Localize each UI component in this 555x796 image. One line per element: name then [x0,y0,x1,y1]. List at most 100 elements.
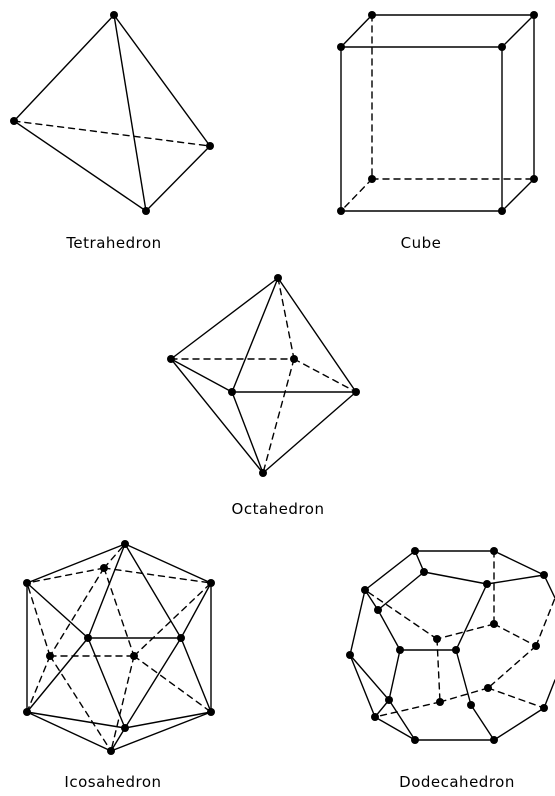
cube-edge [501,178,535,212]
icosahedron-vertex [23,708,31,716]
dodecahedron-vertex [361,586,369,594]
tetrahedron-vertex [10,117,18,125]
icosahedron-hidden-edge [110,655,135,752]
icosahedron-hidden-edge [133,582,212,657]
tetrahedron-vertex [110,11,118,19]
octahedron-hidden-edge [262,358,295,474]
dodecahedron-vertex [411,547,419,555]
dodecahedron-edge [364,550,416,591]
octahedron-edge [262,391,357,474]
octahedron-vertex [274,274,282,282]
cube-label: Cube [401,234,442,252]
icosahedron-hidden-edge [49,655,112,752]
cube-vertex [368,11,376,19]
octahedron-vertex [352,388,360,396]
octahedron-edge [231,277,279,393]
dodecahedron-hidden-edge [487,687,545,709]
icosahedron-vertex [100,564,108,572]
icosahedron-edge [110,711,212,752]
dodecahedron-vertex [433,635,441,643]
icosahedron-vertex [84,634,92,642]
dodecahedron-edge [377,609,401,651]
tetrahedron-vertex [206,142,214,150]
dodecahedron-edge [377,571,425,611]
icosahedron-edge [87,543,126,639]
dodecahedron-edge [388,649,401,701]
dodecahedron-vertex [452,646,460,654]
cube-vertex [530,175,538,183]
icosahedron-vertex [121,724,129,732]
icosahedron-edge [180,582,212,639]
octahedron-vertex [167,355,175,363]
icosahedron-hidden-edge [103,567,135,657]
cube-hidden-edge [340,178,373,212]
dodecahedron-edge [486,574,545,585]
dodecahedron-vertex [346,651,354,659]
cube-vertex [337,207,345,215]
cube-vertex [530,11,538,19]
cube-vertex [498,207,506,215]
dodecahedron-edge [470,704,495,741]
tetrahedron-edge [113,14,211,147]
icosahedron-label: Icosahedron [64,773,161,791]
icosahedron-edge [124,543,212,584]
icosahedron-vertex [207,579,215,587]
dodecahedron-vertex [396,646,404,654]
icosahedron-vertex [207,708,215,716]
icosahedron-edge [180,637,212,713]
icosahedron-vertex [23,579,31,587]
octahedron-vertex [228,388,236,396]
icosahedron-edge [26,711,112,752]
dodecahedron-hidden-edge [436,623,495,640]
cube-diagram [337,11,538,215]
tetrahedron-edge [13,14,115,122]
dodecahedron-edge [388,699,416,741]
dodecahedron-vertex [411,736,419,744]
dodecahedron-edge [455,583,488,651]
icosahedron-hidden-edge [26,655,51,713]
tetrahedron-edge [113,14,147,212]
dodecahedron-edge [349,654,376,718]
icosahedron-hidden-edge [103,567,212,584]
octahedron-vertex [290,355,298,363]
icosahedron-vertex [121,540,129,548]
cube-vertex [498,43,506,51]
icosahedron-edge [26,582,89,639]
icosahedron-hidden-edge [49,567,105,657]
icosahedron-edge [124,711,212,729]
icosahedron-hidden-edge [103,543,126,569]
icosahedron-edge [87,637,126,729]
dodecahedron-hidden-edge [493,623,537,647]
tetrahedron-hidden-edge [13,120,211,147]
dodecahedron-label: Dodecahedron [399,773,515,791]
octahedron-edge [170,277,279,360]
octahedron-edge [170,358,233,393]
dodecahedron-hidden-edge [374,701,441,718]
octahedron-label: Octahedron [232,500,325,518]
dodecahedron-vertex [540,704,548,712]
icosahedron-edge [124,543,182,639]
icosahedron-hidden-edge [133,655,212,713]
tetrahedron-edge [13,120,147,212]
icosahedron-hidden-edge [26,582,51,657]
cube-edge [340,14,373,48]
icosahedron-edge [26,543,126,584]
dodecahedron-edge [374,716,416,741]
dodecahedron-edge [543,574,555,599]
dodecahedron-hidden-edge [487,645,537,689]
tetrahedron-label: Tetrahedron [65,234,161,252]
dodecahedron-vertex [484,684,492,692]
dodecahedron-vertex [532,642,540,650]
dodecahedron-vertex [374,606,382,614]
dodecahedron-vertex [420,568,428,576]
dodecahedron-vertex [436,698,444,706]
octahedron-edge [231,391,264,474]
tetrahedron-diagram [10,11,214,215]
icosahedron-vertex [177,634,185,642]
icosahedron-vertex [130,652,138,660]
dodecahedron-edge [349,654,390,701]
tetrahedron-edge [145,145,211,212]
dodecahedron-hidden-edge [436,638,441,703]
dodecahedron-vertex [540,571,548,579]
